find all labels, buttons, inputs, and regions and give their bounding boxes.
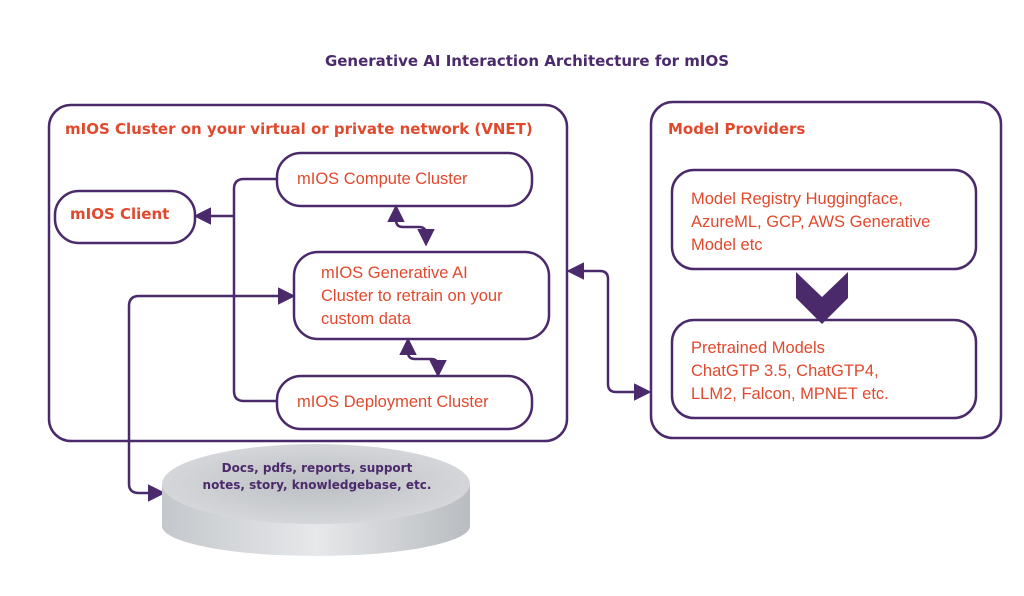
diagram-title: Generative AI Interaction Architecture f… xyxy=(324,52,730,70)
genai-node-label: mIOS Generative AI Cluster to retrain on… xyxy=(321,264,503,328)
registry-node-box xyxy=(670,168,978,271)
datastore-cylinder xyxy=(162,444,470,556)
compute-genai-arrow xyxy=(387,204,435,247)
vnet-providers-arrow xyxy=(566,262,652,401)
compute-node-label: mIOS Compute Cluster xyxy=(297,170,468,188)
registry-node-label: Model Registry Huggingface, AzureML, GCP… xyxy=(691,190,931,254)
client-node-label: mIOS Client xyxy=(70,205,170,223)
datastore-genai-arrow xyxy=(127,287,296,502)
vnet-group-label: mIOS Cluster on your virtual or private … xyxy=(65,120,533,138)
datastore-label: Docs, pdfs, reports, support notes, stor… xyxy=(202,461,432,492)
genai-deploy-arrow xyxy=(399,337,447,378)
chevron-down-icon xyxy=(796,272,848,324)
client-bus-line xyxy=(232,177,277,403)
pretrained-node-label: Pretrained Models ChatGTP 3.5, ChatGTP4,… xyxy=(691,339,889,403)
deploy-node-label: mIOS Deployment Cluster xyxy=(297,393,489,411)
providers-group-label: Model Providers xyxy=(668,120,806,138)
